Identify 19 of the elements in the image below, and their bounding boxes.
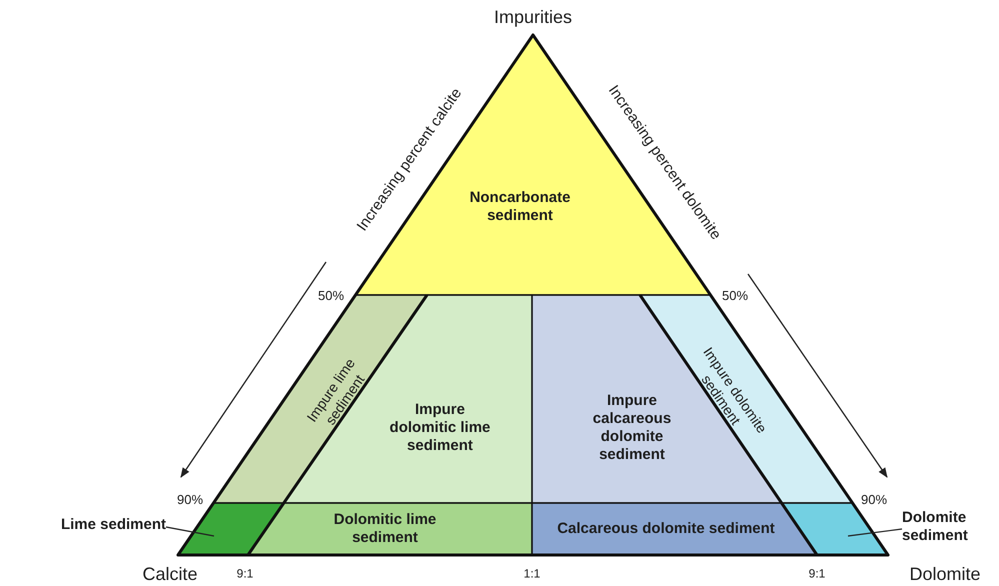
region-label: Dolomitic lime sediment [332, 511, 438, 547]
ratio-label: 9:1 [236, 567, 254, 581]
vertex-label: Impurities [494, 8, 572, 28]
percent-label: 90% [860, 492, 888, 508]
leader-line [848, 528, 902, 537]
region-label: Noncarbonate sediment [468, 189, 572, 225]
percent-label: 90% [176, 492, 204, 508]
ratio-label: 1:1 [524, 567, 540, 581]
percent-label: 50% [318, 288, 344, 304]
vertex-label: Dolomite [909, 565, 981, 585]
sediment-label: Dolomite sediment [902, 509, 996, 549]
vertex-label: Calcite [142, 565, 198, 585]
sediment-label: Lime sediment [14, 516, 166, 538]
region-label: Impure calcareous dolomite sediment [592, 392, 672, 464]
percent-label: 50% [722, 288, 748, 304]
ratio-label: 9:1 [808, 567, 826, 581]
region-label: Impure dolomitic lime sediment [388, 401, 492, 455]
region-label: Calcareous dolomite sediment [556, 520, 776, 538]
leader-line [166, 526, 214, 537]
